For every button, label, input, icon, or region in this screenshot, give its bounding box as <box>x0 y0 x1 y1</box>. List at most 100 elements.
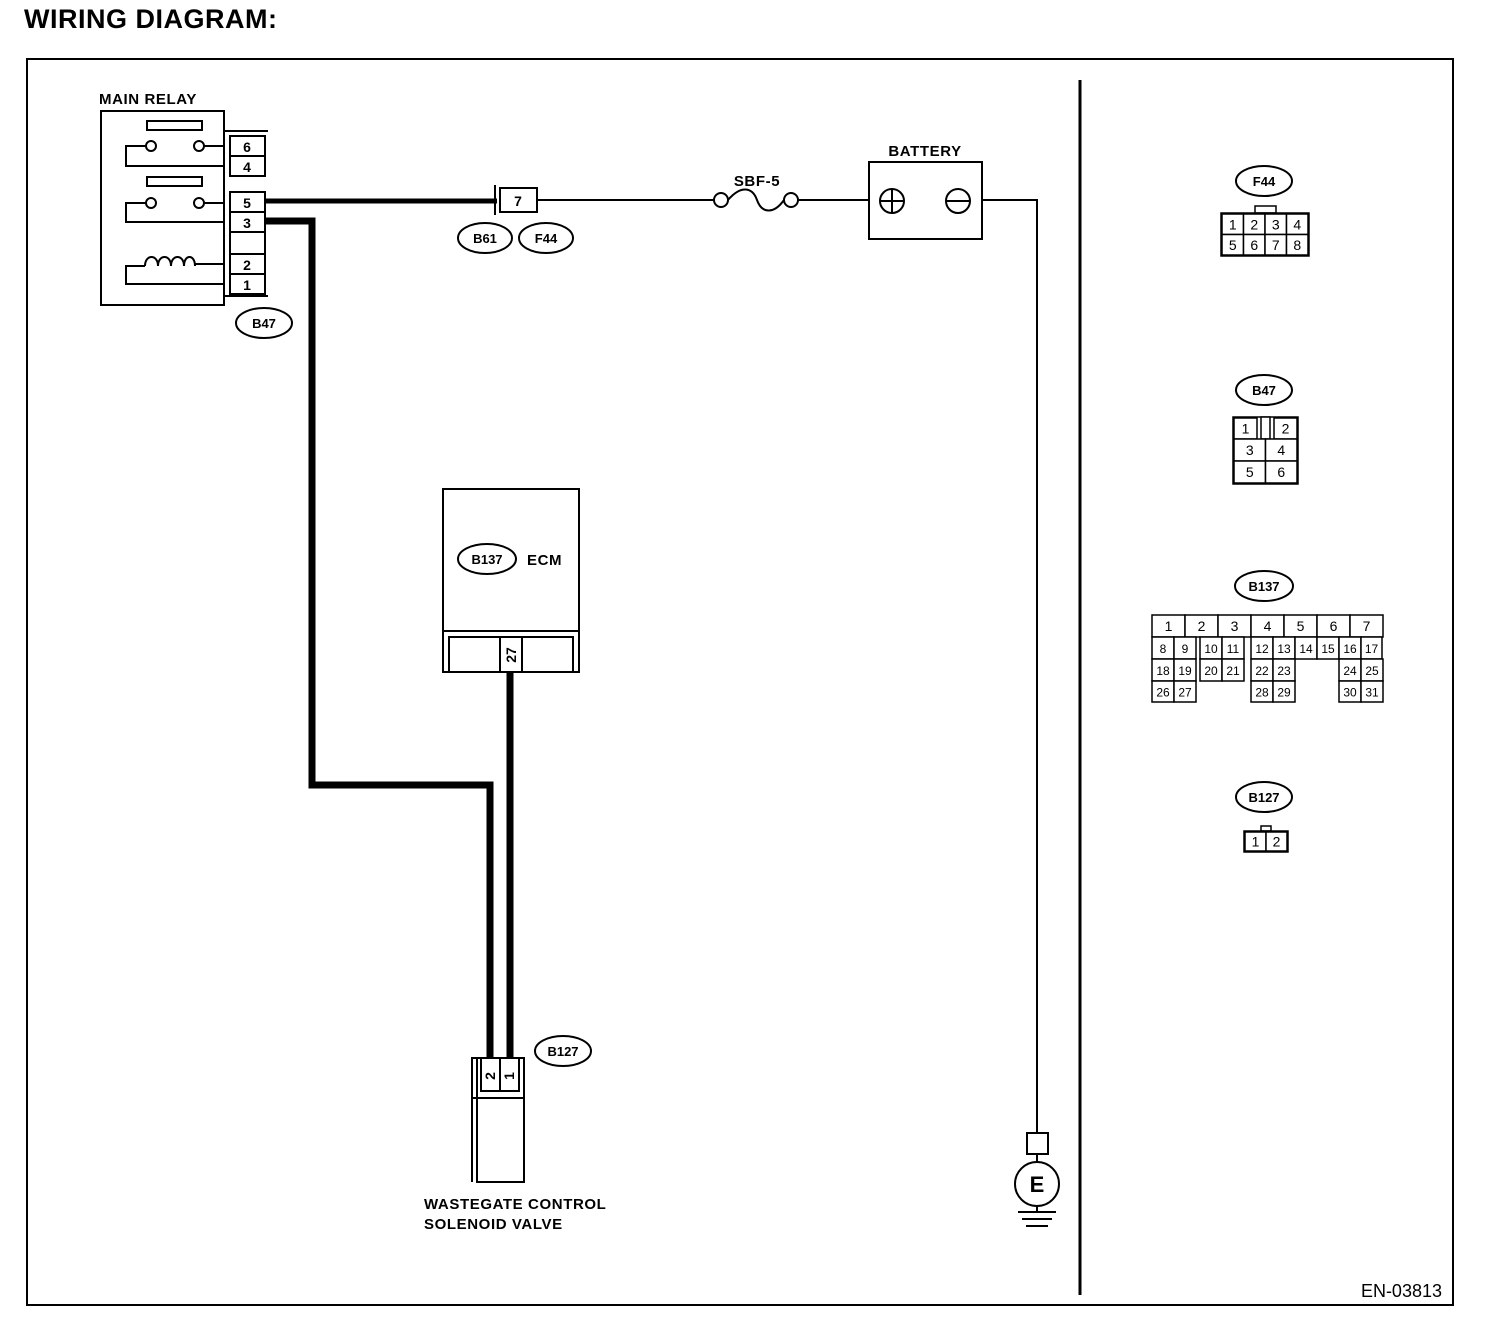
connector-face-pin-label: 5 <box>1246 464 1254 480</box>
connector-face-pin-label: 6 <box>1330 618 1338 634</box>
connector-face-pin-label: 17 <box>1365 642 1379 656</box>
connector-badge-label: B47 <box>252 316 276 331</box>
wire-relay3-to-valve2 <box>265 217 494 1058</box>
ground-label: E <box>1030 1172 1045 1197</box>
connector-face-pin-label: 15 <box>1321 642 1335 656</box>
ecm-label: ECM <box>527 552 562 569</box>
battery: BATTERY <box>868 143 983 240</box>
relay-contact-terminal <box>145 140 157 152</box>
connector-face-pin-label: 3 <box>1231 618 1239 634</box>
wires <box>265 198 1038 1133</box>
fuse-element <box>727 188 785 212</box>
connector-badge-label: F44 <box>535 231 558 246</box>
connector-face-pin-label: 7 <box>1363 618 1371 634</box>
connector-face-pin-label: 29 <box>1277 686 1291 700</box>
connector-face-pin-label: 30 <box>1343 686 1357 700</box>
relay-pin-label: 2 <box>243 257 251 273</box>
connector-face-pin-label: 26 <box>1156 686 1170 700</box>
connector-face-pin-label: 8 <box>1160 642 1167 656</box>
relay-pin-box <box>229 273 266 295</box>
connector-face-pin-label: 13 <box>1277 642 1291 656</box>
connector-face-pin-label: 24 <box>1343 664 1357 678</box>
connector-face-pin-label: 2 <box>1282 421 1290 437</box>
connector-face-pin-label: 4 <box>1293 216 1301 232</box>
wastegate-solenoid-valve: 2 1 B127 WASTEGATE CONTROL SOLENOID VALV… <box>424 1035 606 1233</box>
connector-face-pin-label: 28 <box>1255 686 1269 700</box>
connector-lock <box>1254 205 1277 214</box>
connector-face-cell <box>1173 680 1197 703</box>
connector-face-cell <box>1285 233 1309 256</box>
connector-face-pin-label: 11 <box>1227 642 1240 656</box>
main-relay: MAIN RELAY 6 4 5 3 2 1 B47 <box>99 91 293 339</box>
ground-e: E <box>1014 1132 1060 1227</box>
connector-face-pin-label: 18 <box>1156 664 1170 678</box>
fuse-terminal <box>713 192 729 208</box>
connector-face-pin-label: 3 <box>1246 442 1254 458</box>
connector-face-pin-label: 16 <box>1343 642 1357 656</box>
connector-face-cell <box>1264 460 1298 484</box>
connector-face-pin-label: 2 <box>1250 216 1258 232</box>
page-title: WIRING DIAGRAM: <box>24 4 278 34</box>
main-relay-body <box>100 110 225 306</box>
diagram-frame <box>26 58 1454 1306</box>
connector-badge-label: B137 <box>1248 579 1279 594</box>
connector-face-pin-label: 4 <box>1264 618 1272 634</box>
fuse-label: SBF-5 <box>734 173 780 190</box>
fuse-sbf5: SBF-5 <box>713 173 799 212</box>
connector-face-cell <box>1272 680 1296 703</box>
connector-face-pin-label: 12 <box>1255 642 1269 656</box>
connector-face-pin-label: 1 <box>1242 421 1250 437</box>
ecm-pin-label: 27 <box>503 647 519 663</box>
connector-face-pin-label: 9 <box>1182 642 1189 656</box>
ecm-pin-box <box>499 636 523 673</box>
valve-pin-box <box>499 1057 520 1092</box>
connector-face-pin-label: 6 <box>1250 237 1258 253</box>
connector-face-pin-label: 1 <box>1229 216 1237 232</box>
connector-face-pin-label: 7 <box>1272 237 1280 253</box>
connector-badge-label: F44 <box>1253 174 1276 189</box>
relay-coil <box>144 256 196 267</box>
relay-pin-label: 3 <box>243 215 251 231</box>
connector-badge-b127 <box>1235 781 1293 813</box>
relay-pin-box <box>229 155 266 177</box>
connector-badge-b127 <box>534 1035 592 1067</box>
connector-badge-b137 <box>1234 570 1294 602</box>
valve-pin-label: 1 <box>501 1072 517 1080</box>
connector-face-pin-label: 27 <box>1178 686 1192 700</box>
connector-face-pin-label: 2 <box>1198 618 1206 634</box>
document-id: EN-03813 <box>1361 1281 1442 1301</box>
relay-pin-label: 4 <box>243 159 251 175</box>
connector-face-pin-label: 10 <box>1204 642 1218 656</box>
connector-badge-b61 <box>457 222 513 254</box>
connector-face-pin-label: 20 <box>1204 664 1218 678</box>
connector-badge-label: B61 <box>473 231 497 246</box>
connector-badge-b137 <box>457 543 517 575</box>
connector-face-pin-label: 1 <box>1165 618 1173 634</box>
battery-label: BATTERY <box>888 143 961 160</box>
wire-battery-to-ground <box>982 199 1038 1133</box>
connector-face-pin-label: 22 <box>1255 664 1269 678</box>
connector-lock <box>1260 416 1271 440</box>
connector-badge-label: B127 <box>1248 790 1279 805</box>
valve-label-line1: WASTEGATE CONTROL <box>424 1196 606 1213</box>
connector-face-pin-label: 31 <box>1365 686 1379 700</box>
relay-contact-terminal <box>193 140 205 152</box>
relay-pin-label: 1 <box>243 277 251 293</box>
connector-face-pin-label: 3 <box>1272 216 1280 232</box>
connector-face-pin-label: 19 <box>1178 664 1192 678</box>
connector-face-pin-label: 8 <box>1293 237 1301 253</box>
joint-pin-box <box>499 187 538 213</box>
joint-connector-f44: 7 B61 F44 <box>457 185 574 254</box>
connector-face-pin-label: 23 <box>1277 664 1291 678</box>
connector-face-pin-label: 21 <box>1226 664 1240 678</box>
connector-badge-label: B127 <box>547 1044 578 1059</box>
fuse-terminal <box>783 192 799 208</box>
relay-pin-label: 5 <box>243 195 251 211</box>
relay-internal-wire <box>125 265 224 285</box>
connector-badge-f44 <box>1235 165 1293 197</box>
